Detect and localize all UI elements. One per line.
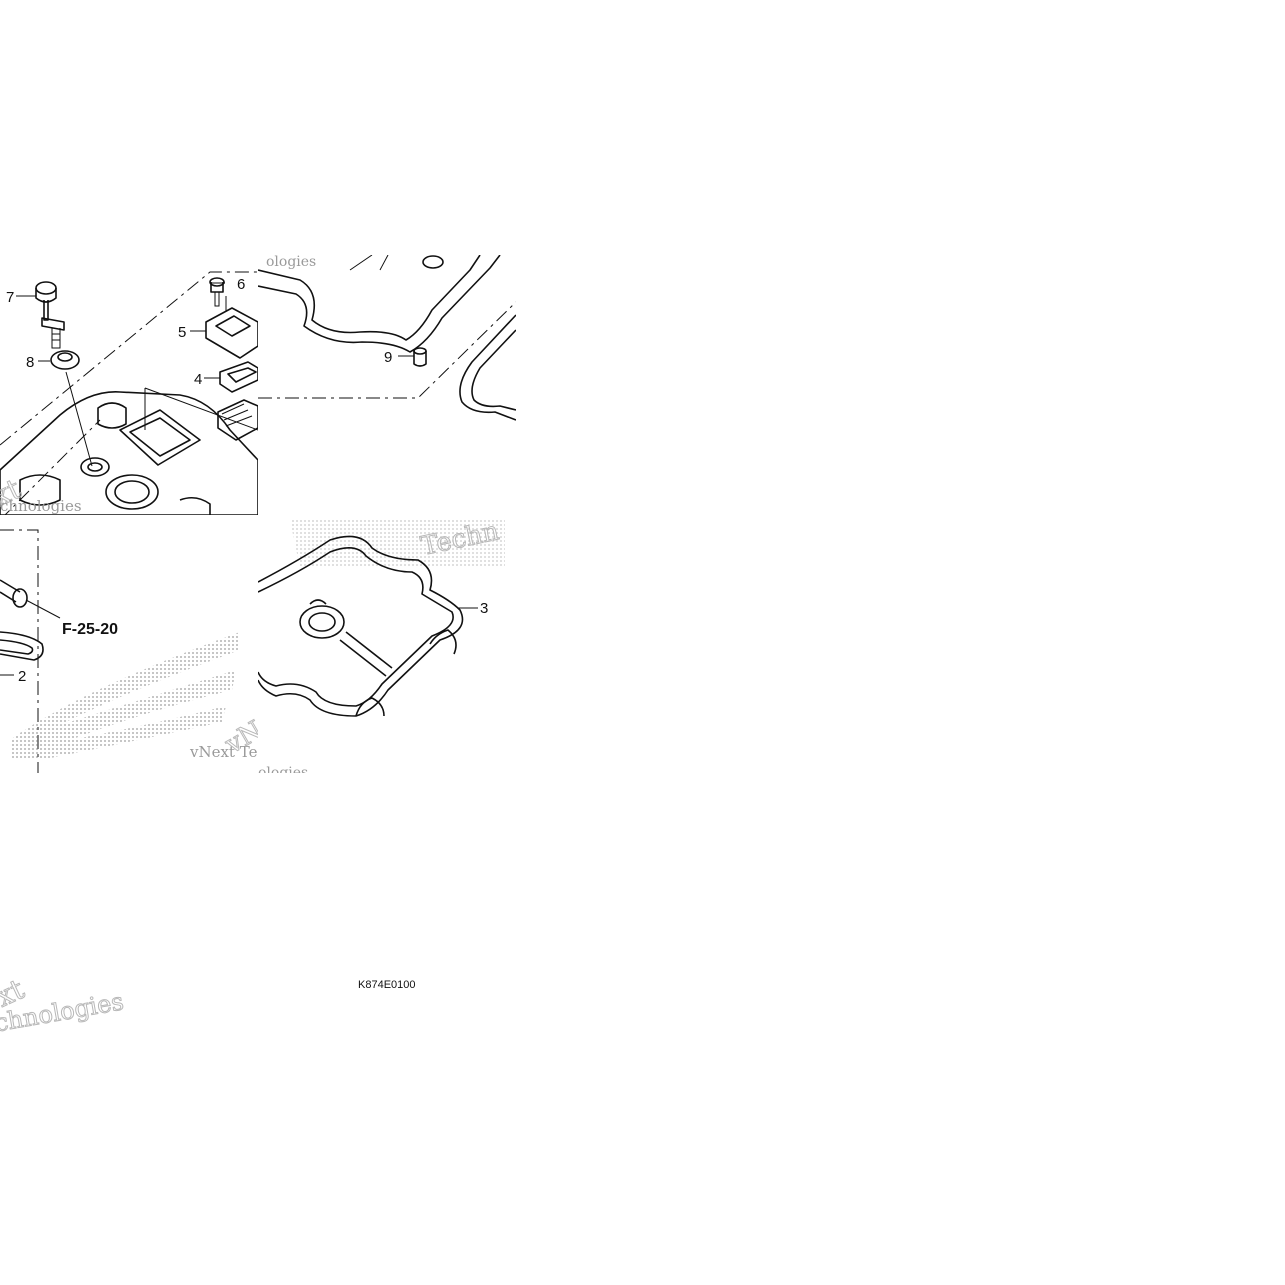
watermark-g: ologies xyxy=(258,765,308,781)
dashed-boundary-a xyxy=(0,271,258,515)
gasket-4 xyxy=(219,361,258,393)
packing-ring-2 xyxy=(0,631,44,661)
washer-8 xyxy=(50,350,80,370)
callout-9: 9 xyxy=(384,349,392,366)
dowel-pin-9 xyxy=(413,347,427,367)
figure-code: K874E0100 xyxy=(358,979,416,991)
tile-bottom-left: F-25-20 2 vNext Tec vNe xyxy=(0,529,266,773)
bolt-6 xyxy=(209,277,225,307)
reference-label: F-25-20 xyxy=(62,621,118,638)
breather-hose xyxy=(0,579,28,608)
callout-7: 7 xyxy=(6,289,14,306)
bolt-7 xyxy=(35,281,65,349)
breather-element xyxy=(217,399,258,441)
callout-6: 6 xyxy=(237,276,245,293)
cover-underside xyxy=(258,255,481,341)
lower-watermarks: xt chnologies xyxy=(0,972,126,1038)
callout-8: 8 xyxy=(26,354,34,371)
callout-3: 3 xyxy=(480,600,488,617)
wing-logo-watermark xyxy=(10,632,240,760)
plate-5 xyxy=(205,307,258,359)
callout-5: 5 xyxy=(178,324,186,341)
head-cover xyxy=(0,391,258,515)
watermark-b: chnologies xyxy=(0,497,82,515)
head-cover-gasket-3 xyxy=(258,535,464,717)
watermark-a: ologies xyxy=(266,254,316,270)
callout-2: 2 xyxy=(18,668,26,685)
callout-4: 4 xyxy=(194,371,202,388)
tile-top-right: 9 ologies xyxy=(258,254,516,421)
watermark-e: vNext Tec xyxy=(189,743,266,761)
tile-bottom-right: 3 Techn ologies xyxy=(258,516,505,781)
tile-top-left: 7 6 5 8 4 xt chnologies xyxy=(0,271,258,515)
